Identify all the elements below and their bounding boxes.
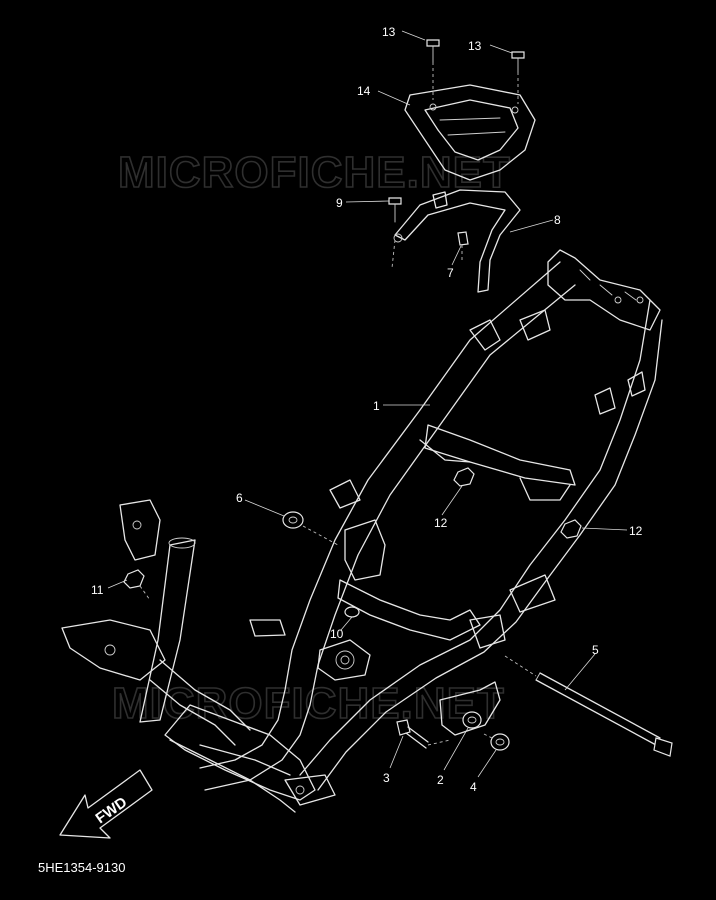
callout-9: 9 [336, 196, 343, 210]
rear-carrier-assembly [404, 39, 536, 181]
callout-2: 2 [437, 773, 444, 787]
frame-assembly [61, 249, 663, 813]
callout-12-center: 12 [434, 516, 448, 530]
fwd-label: FWD [93, 794, 131, 828]
callout-13-left: 13 [382, 25, 396, 39]
nut-12-right [560, 519, 582, 539]
nut-6 [282, 511, 339, 546]
callout-7: 7 [447, 266, 454, 280]
callout-12-right: 12 [629, 524, 643, 538]
callout-6: 6 [236, 491, 243, 505]
callout-1: 1 [373, 399, 380, 413]
callout-14: 14 [357, 84, 371, 98]
nut-12-center [453, 467, 475, 487]
callout-4: 4 [470, 780, 477, 794]
engine-mount-hardware [396, 655, 673, 757]
watermark-bottom: MICROFICHE.NET [112, 679, 505, 728]
callout-3: 3 [383, 771, 390, 785]
leader-lines [107, 30, 628, 778]
callout-8: 8 [554, 213, 561, 227]
watermark-top: MICROFICHE.NET [118, 148, 511, 197]
nut-11 [123, 569, 151, 601]
fwd-arrow: FWD [59, 769, 153, 839]
callout-13-right: 13 [468, 39, 482, 53]
callout-11: 11 [91, 583, 104, 597]
collar-10 [344, 606, 360, 618]
callout-5: 5 [592, 643, 599, 657]
callout-labels: 13 13 14 9 8 7 1 6 12 12 11 10 5 3 2 4 [91, 25, 643, 794]
rear-stay-assembly [388, 189, 521, 293]
callout-10: 10 [330, 627, 344, 641]
diagram-part-code: 5HE1354-9130 [38, 860, 125, 875]
